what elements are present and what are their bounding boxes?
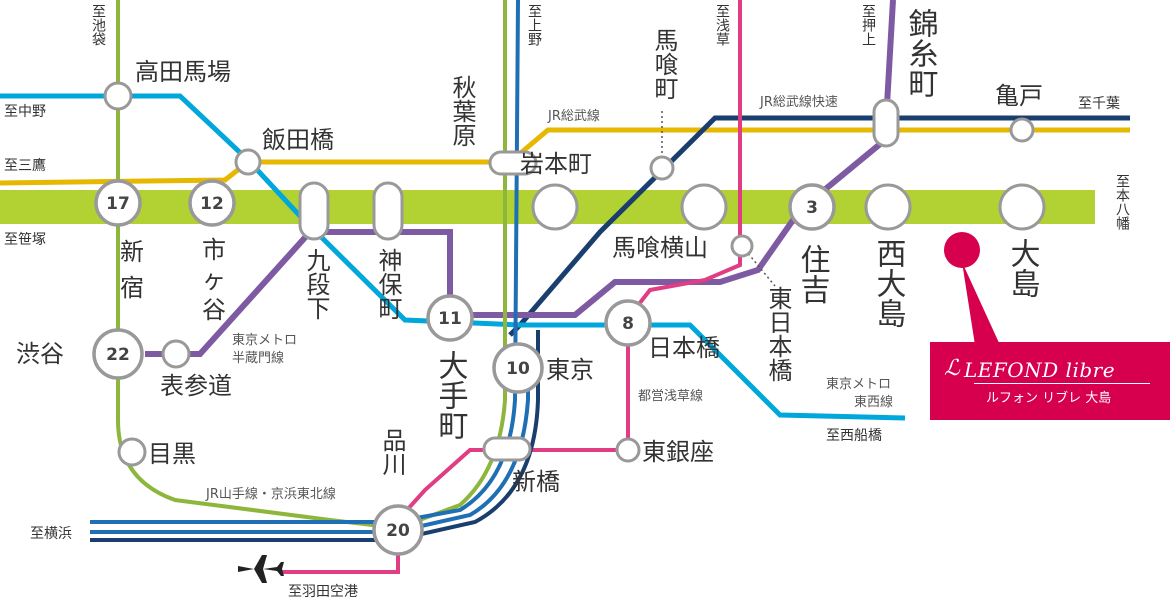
label-ichigaya-a: 市 [202,236,226,264]
property-logo: ℒ [944,356,960,381]
label-nihombashi: 日本橋 [648,334,720,362]
akihabara-dot[interactable] [488,150,538,176]
nishiojima-dot[interactable] [864,183,912,231]
bakuroyokoyama-dot[interactable] [680,183,728,231]
label-tokyo: 東京 [546,356,594,384]
label-kinshicho: 錦糸町 [903,8,939,98]
dest-oshiage: 至押上 [860,4,876,46]
label-line-sobu-rapid: JR総武線快速 [759,94,838,110]
property-marker[interactable] [944,232,980,268]
label-bakuroyokoyama: 馬喰横山 [612,234,708,262]
label-kudanshita: 九段下 [302,248,330,320]
label-shinagawa: 品川 [378,428,406,476]
label-omotesando: 表参道 [160,372,232,400]
dest-sasazuka: 至笹塚 [4,232,46,248]
jimbocho-dot[interactable] [372,181,404,241]
higashiginza-dot[interactable] [615,437,641,463]
label-sumiyoshi: 住吉 [795,244,830,304]
dest-motoyawata: 至本八幡 [1114,174,1130,230]
label-bakurocho: 馬喰町 [650,28,678,100]
minutes-otemachi: 11 [438,309,462,329]
label-line-sobu: JR総武線 [547,108,600,124]
label-line-yamanote: JR山手線・京浜東北線 [205,486,336,502]
dest-asakusa: 至浅草 [714,4,730,46]
kinshicho-dot[interactable] [872,98,900,148]
nihombashi-station[interactable] [604,299,652,347]
walk-link-higashinihombashi [741,245,776,287]
shinjuku-station[interactable] [94,179,142,227]
dest-ueno: 至上野 [526,4,542,46]
label-jimbocho: 神保町 [374,248,402,320]
label-otemachi: 大手町 [433,350,468,440]
keihin-line [90,0,520,524]
tokyo-station[interactable] [492,342,544,394]
label-shibuya: 渋谷 [16,340,64,368]
dest-mitaka: 至三鷹 [4,158,46,174]
minutes-shinagawa: 20 [386,521,410,541]
label-ichigaya-b: ヶ [202,266,226,294]
label-higashinihombashi: 東日本橋 [764,286,792,382]
sumiyoshi-station[interactable] [788,183,836,231]
label-shinjuku-a: 新 [120,238,144,266]
shibuya-station[interactable] [92,328,144,380]
property-divider [974,383,1150,384]
keihin-line-2 [90,360,530,534]
label-iidabashi: 飯田橋 [262,126,334,154]
label-shimbashi: 新橋 [512,468,560,496]
label-higashiginza: 東銀座 [642,438,714,466]
dest-yokohama: 至横浜 [30,526,72,542]
tozai-line [0,93,906,421]
minutes-shinjuku: 17 [106,194,130,214]
minutes-sumiyoshi: 3 [806,198,818,218]
minutes-tokyo: 10 [506,359,530,379]
property-label[interactable]: ℒ LEFOND libre ルフォン リブレ 大島 [930,342,1170,420]
dest-nishifunabashi: 至西船橋 [826,428,882,444]
takadanobaba-dot[interactable] [103,81,133,111]
label-akihabara: 秋葉原 [448,75,476,147]
dest-ikebukuro: 至池袋 [90,4,106,46]
ojima-dot[interactable] [998,183,1046,231]
bakurocho-dot[interactable] [649,155,675,181]
property-kana: ルフォン リブレ 大島 [986,391,1112,406]
kudanshita-dot[interactable] [298,181,330,241]
iwamotocho-dot[interactable] [531,183,579,231]
kameido-dot[interactable] [1009,117,1035,143]
property-pointer [962,262,1000,345]
label-line-hanzomon-2: 半蔵門線 [232,350,284,366]
minutes-ichigaya: 12 [200,194,224,214]
label-line-asakusa: 都営浅草線 [638,388,703,404]
iidabashi-dot[interactable] [234,148,262,176]
omotesando-dot[interactable] [161,339,191,369]
minutes-nihombashi: 8 [622,314,634,334]
label-nishiojima: 西大島 [871,238,906,328]
airplane-icon [238,555,284,583]
label-ichigaya-c: 谷 [202,296,226,324]
property-name: LEFOND libre [964,358,1116,382]
otemachi-station[interactable] [426,294,474,342]
label-shinjuku-b: 宿 [120,274,144,302]
meguro-dot[interactable] [117,437,147,467]
label-meguro: 目黒 [148,440,196,468]
dest-nakano: 至中野 [4,104,46,120]
shimbashi-dot[interactable] [482,436,532,462]
shinagawa-station[interactable] [372,504,424,556]
label-ojima: 大島 [1005,238,1040,298]
dest-chiba: 至千葉 [1078,96,1120,112]
label-line-tozai-2: 東西線 [854,394,893,410]
sobu-line [0,127,1130,186]
label-kameido: 亀戸 [995,82,1043,110]
sobu-rapid-south [90,330,540,542]
minutes-shibuya: 22 [106,345,130,365]
label-iwamotocho: 岩本町 [520,150,592,178]
label-line-hanzomon-1: 東京メトロ [232,332,297,348]
higashinihombashi-dot[interactable] [730,234,754,258]
dest-haneda: 至羽田空港 [288,584,358,600]
ichigaya-station[interactable] [188,179,236,227]
label-takadanobaba: 高田馬場 [135,58,231,86]
label-line-tozai-1: 東京メトロ [826,376,891,392]
